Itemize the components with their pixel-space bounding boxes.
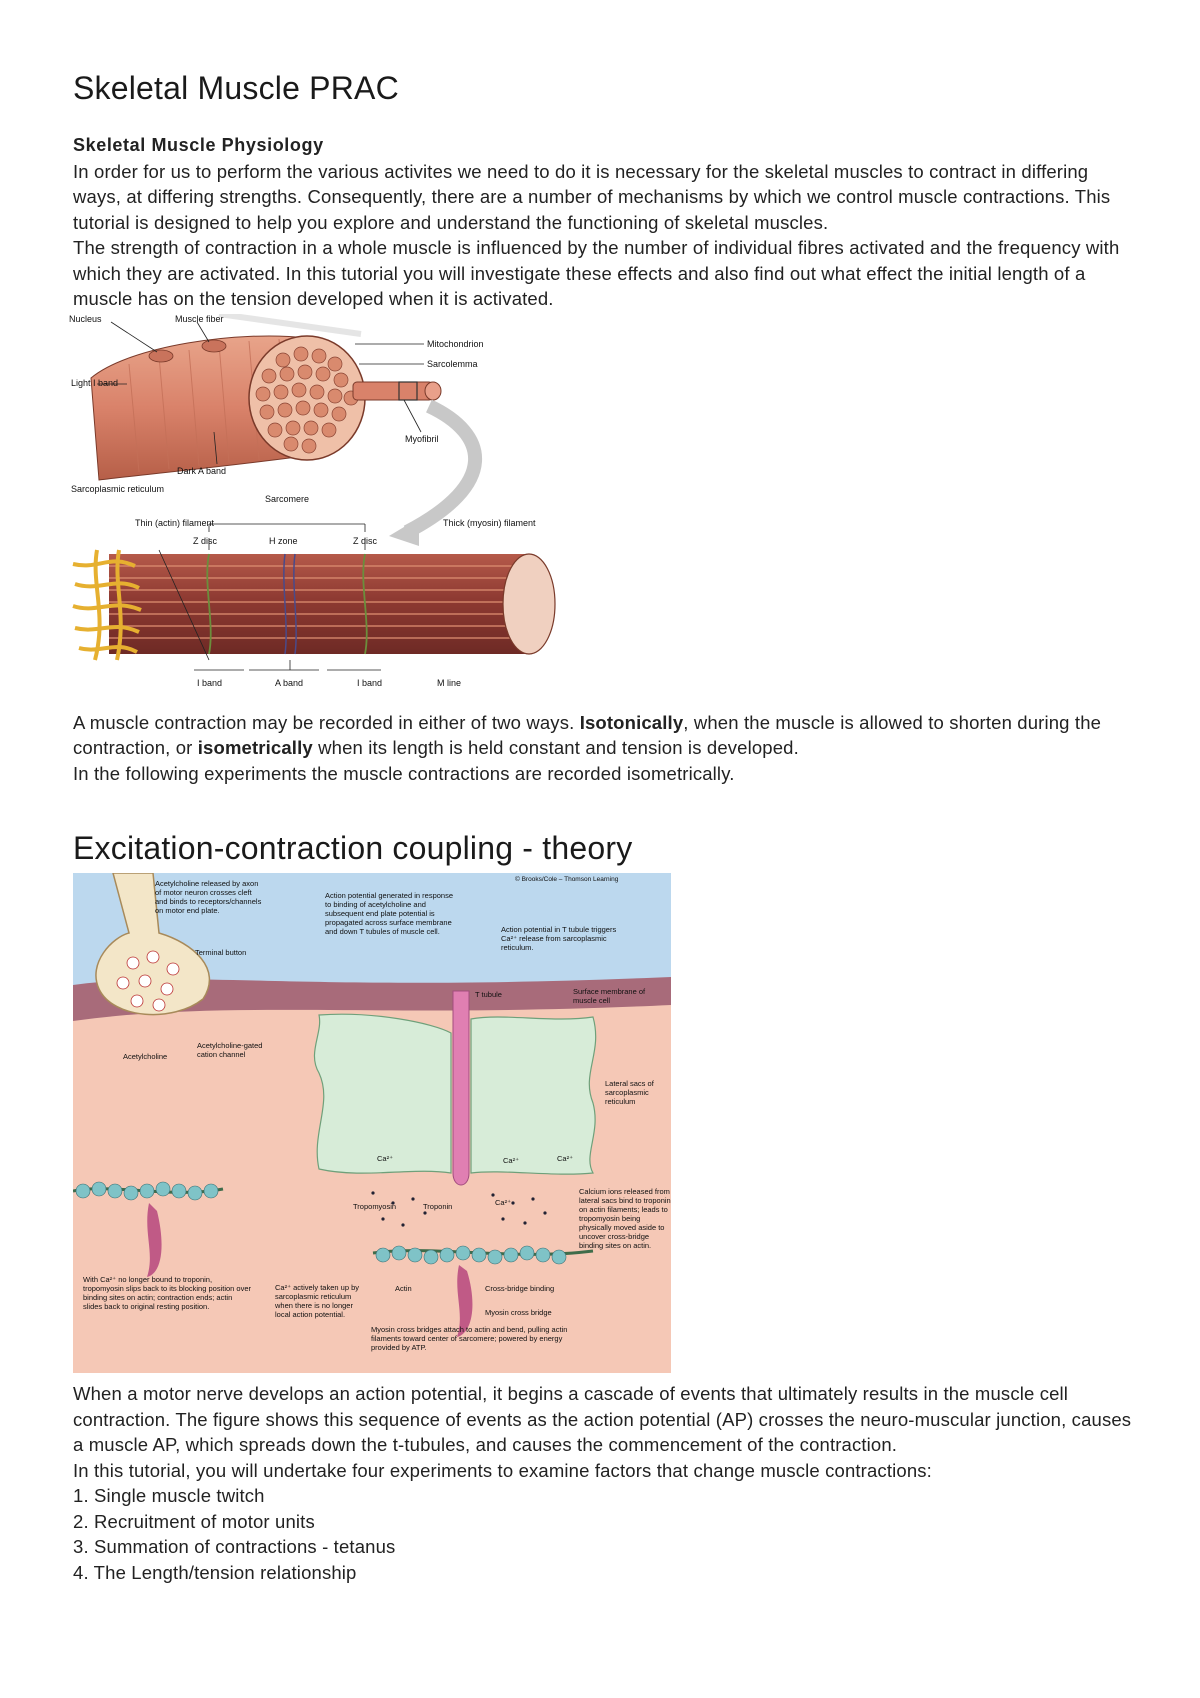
annotation-step6: Ca²⁺ actively taken up by sarcoplasmic r…: [275, 1283, 359, 1319]
label-ca-4: Ca²⁺: [495, 1198, 511, 1207]
label-light-band: Light I band: [71, 378, 118, 388]
label-nucleus: Nucleus: [69, 314, 102, 324]
paragraph-physiology-2: The strength of contraction in a whole m…: [73, 237, 1120, 309]
muscle-fiber-illustration: [90, 313, 442, 481]
label-i-band-left: I band: [197, 678, 222, 688]
label-dark-band: Dark A band: [177, 466, 226, 476]
label-m-line: M line: [437, 678, 461, 688]
document-title: Skeletal Muscle PRAC: [73, 70, 399, 106]
label-lateral-sacs: Lateral sacs of sarcoplasmic reticulum: [605, 1079, 654, 1106]
contraction-text-3: when its length is held constant and ten…: [312, 737, 799, 758]
annotation-step3: Action potential in T tubule triggers Ca…: [501, 925, 616, 952]
list-item: 4. The Length/tension relationship: [73, 1561, 357, 1583]
annotation-step5: Myosin cross bridges attach to actin and…: [371, 1325, 567, 1352]
sarcoplasmic-reticulum: [313, 1013, 597, 1175]
motor-neuron-terminal: [95, 873, 210, 1016]
list-item: 2. Recruitment of motor units: [73, 1510, 315, 1532]
label-troponin: Troponin: [423, 1202, 452, 1211]
actin-filament-left: [73, 1181, 224, 1277]
myofibril-illustration: [72, 549, 556, 661]
paragraph-cascade: When a motor nerve develops an action po…: [73, 1383, 1132, 1455]
label-i-band-right: I band: [357, 678, 382, 688]
term-isometrically: isometrically: [197, 737, 313, 758]
label-thin-filament: Thin (actin) filament: [135, 518, 215, 528]
label-mitochondrion: Mitochondrion: [427, 339, 484, 349]
paragraph-experiments-intro: In this tutorial, you will undertake fou…: [73, 1459, 932, 1481]
section-heading-physiology: Skeletal Muscle Physiology: [73, 135, 324, 155]
label-ca-1: Ca²⁺: [377, 1154, 393, 1163]
label-muscle-fiber: Muscle fiber: [175, 314, 224, 324]
excitation-contraction-figure: © Brooks/Cole – Thomson Learning Acetylc…: [73, 873, 671, 1373]
paragraph-physiology-1: In order for us to perform the various a…: [73, 160, 1111, 233]
label-crossbridge-binding: Cross-bridge binding: [485, 1284, 554, 1293]
label-sarcoplasmic-reticulum: Sarcoplasmic reticulum: [71, 484, 164, 494]
label-thick-filament: Thick (myosin) filament: [443, 518, 536, 528]
label-h-zone: H zone: [269, 536, 298, 546]
paragraph-isometric-note: In the following experiments the muscle …: [73, 762, 735, 784]
label-ach-channel: Acetylcholine-gated cation channel: [197, 1041, 262, 1059]
figure-copyright: © Brooks/Cole – Thomson Learning: [515, 875, 619, 883]
annotation-step4: Calcium ions released from lateral sacs …: [579, 1187, 671, 1250]
contraction-text-1: A muscle contraction may be recorded in …: [73, 711, 580, 733]
label-tropomyosin: Tropomyosin: [353, 1202, 396, 1211]
label-z-disc-left: Z disc: [193, 536, 218, 546]
label-myosin-crossbridge: Myosin cross bridge: [485, 1308, 552, 1317]
annotation-step2: Action potential generated in response t…: [325, 891, 453, 936]
label-terminal-button: Terminal button: [195, 948, 246, 957]
section-heading-coupling: Excitation-contraction coupling - theory: [73, 830, 633, 866]
label-sarcomere: Sarcomere: [265, 494, 309, 504]
label-ca-3: Ca²⁺: [557, 1154, 573, 1163]
label-sarcolemma: Sarcolemma: [427, 359, 478, 369]
experiment-list: 1. Single muscle twitch 2. Recruitment o…: [73, 1483, 1133, 1585]
contraction-text-2: , when the muscle is allowed to shorten …: [73, 711, 1102, 759]
label-ca-2: Ca²⁺: [503, 1156, 519, 1165]
label-surface-membrane: Surface membrane of muscle cell: [573, 987, 645, 1005]
term-isotonically: Isotonically: [579, 711, 684, 733]
annotation-step1: Acetylcholine released by axon of motor …: [155, 879, 261, 915]
label-a-band: A band: [275, 678, 303, 688]
list-item: 1. Single muscle twitch: [73, 1485, 265, 1506]
annotation-step7: With Ca²⁺ no longer bound to troponin, t…: [83, 1275, 251, 1311]
list-item: 3. Summation of contractions - tetanus: [73, 1536, 396, 1557]
actin-filament-right: [372, 1245, 594, 1337]
label-z-disc-right: Z disc: [353, 536, 378, 546]
label-actin: Actin: [395, 1284, 412, 1293]
label-myofibril: Myofibril: [405, 434, 439, 444]
label-acetylcholine: Acetylcholine: [123, 1052, 167, 1061]
muscle-fibre-structure-figure: Nucleus Muscle fiber Mitochondrion Sarco…: [69, 313, 556, 688]
label-t-tubule: T tubule: [475, 990, 502, 999]
paragraph-contraction-types: A muscle contraction may be recorded in …: [73, 710, 1133, 761]
document-page: Skeletal Muscle PRAC Skeletal Muscle Phy…: [69, 70, 1133, 1585]
